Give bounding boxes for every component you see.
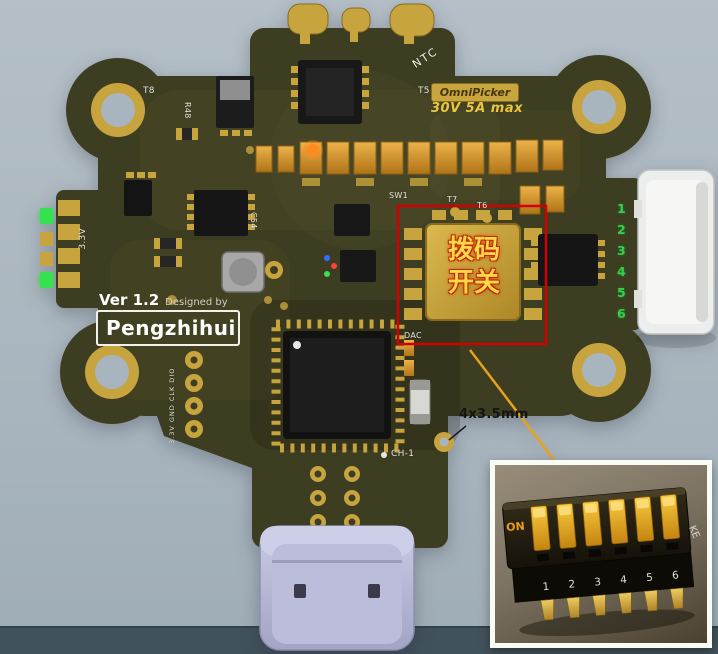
swd-pads (185, 351, 203, 438)
inset-ke-label: KE (686, 524, 701, 540)
ch1-dot (381, 452, 387, 458)
mounting-hole-top-left (91, 83, 145, 137)
inset-number-2: 2 (568, 578, 576, 591)
pin-number-1: 1 (617, 201, 626, 216)
dip-annotation-line2: 开关 (447, 268, 500, 298)
version-row: Ver 1.2 Designed by (99, 291, 228, 309)
mcu-chip (271, 319, 405, 453)
pin1-dot (293, 341, 301, 349)
omnipicker-badge-label: OmniPicker (439, 86, 511, 99)
inset-number-1: 1 (542, 581, 550, 594)
silkscreen-c54: C54 (249, 212, 258, 229)
dip-annotation-line1: 拨码 (447, 235, 500, 265)
inset-number-3: 3 (594, 576, 602, 589)
silkscreen-t7: T7 (447, 195, 458, 204)
silkscreen-t5: T5 (418, 86, 430, 96)
pin-number-2: 2 (617, 222, 626, 237)
top-gold-fingers (287, 3, 435, 44)
blue-led (324, 255, 330, 261)
switch-shadow (519, 609, 695, 637)
regulator-ic (187, 190, 255, 236)
eeprom-chip (216, 76, 254, 136)
inset-on-label: ON (506, 520, 526, 535)
mounting-hole-top-right (572, 80, 626, 134)
brand-box: Pengzhihui (96, 310, 240, 346)
inset-photo: ON KE 1 2 3 4 5 6 (490, 460, 712, 648)
silkscreen-dac: DAC (404, 331, 422, 340)
jst-connector (634, 169, 716, 348)
dip-switch-annotation: 拨码 开关 (424, 234, 524, 300)
omnipicker-badge: OmniPicker (431, 83, 519, 102)
mounting-hole-bottom-left (85, 345, 139, 399)
mounting-holes (85, 80, 626, 399)
red-led (331, 263, 337, 269)
driver-ic (531, 234, 605, 286)
silkscreen-t8: T8 (143, 86, 155, 96)
inset-number-6: 6 (672, 569, 680, 582)
small-ics (324, 204, 376, 282)
power-led (303, 140, 323, 160)
pin-number-5: 5 (617, 285, 626, 300)
silkscreen-swd: 3.3V GND CLK DIO (168, 367, 176, 444)
capacitor-bank (255, 139, 565, 215)
red-annotation-box (396, 204, 548, 346)
silkscreen-t6: T6 (477, 201, 488, 210)
silkscreen-ch1: CH-1 (391, 449, 415, 459)
green-led (40, 208, 53, 224)
silkscreen-sw1: SW1 (389, 191, 408, 200)
dimension-pointer (448, 425, 467, 441)
pin-number-3: 3 (617, 243, 626, 258)
designed-by-label: Designed by (165, 297, 228, 308)
pin-number-4: 4 (617, 264, 626, 279)
gyro-chip (291, 60, 369, 124)
oscillator (409, 379, 431, 425)
switch-pins (540, 587, 684, 621)
dimension-target-hole (434, 432, 454, 452)
inset-numbers: 1 2 3 4 5 6 (542, 569, 680, 593)
leader-line (469, 349, 561, 469)
dimension-label: 4x3.5mm (459, 407, 529, 422)
inductor (221, 251, 283, 293)
switch-knobs (530, 493, 681, 552)
inset-number-4: 4 (620, 574, 628, 587)
version-label: Ver 1.2 (99, 291, 160, 309)
inset-number-5: 5 (646, 572, 654, 585)
mounting-hole-bottom-right (572, 343, 626, 397)
usb-c-connector (259, 525, 415, 651)
power-rating-label: 30V 5A max (431, 101, 524, 116)
silkscreen-3v3: 3.3V (78, 228, 88, 250)
connector-pin-numbers: 1 2 3 4 5 6 (617, 199, 626, 325)
brand-name: Pengzhihui (106, 316, 236, 340)
inset-dip-switch: ON KE 1 2 3 4 5 6 (502, 487, 701, 637)
pin-number-6: 6 (617, 306, 626, 321)
green-led-3 (324, 271, 330, 277)
left-edge-pads (37, 200, 80, 289)
silkscreen-r48: R48 (183, 102, 192, 119)
dip-switch (404, 210, 542, 321)
green-led-2 (40, 272, 53, 288)
